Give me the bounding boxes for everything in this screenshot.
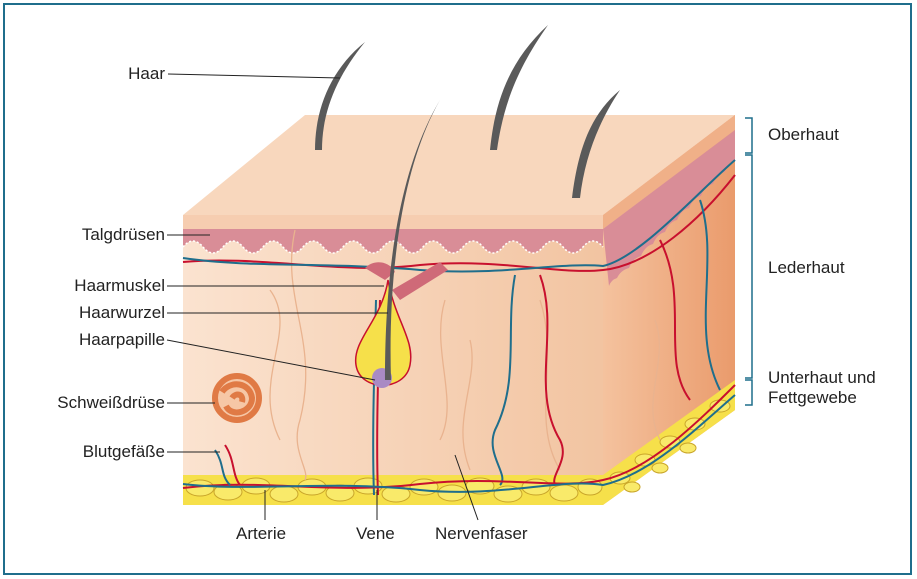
label-subcutis-line1: Unterhaut und bbox=[768, 368, 876, 388]
label-nerve-fiber: Nervenfaser bbox=[435, 524, 528, 544]
label-artery: Arterie bbox=[236, 524, 286, 544]
sweat-gland-shape bbox=[215, 376, 259, 420]
label-subcutis-line2: Fettgewebe bbox=[768, 388, 857, 408]
label-hair: Haar bbox=[128, 64, 165, 84]
label-hair-muscle: Haarmuskel bbox=[74, 276, 165, 296]
label-epidermis: Oberhaut bbox=[768, 125, 839, 145]
label-hair-papilla: Haarpapille bbox=[79, 330, 165, 350]
label-blood-vessels: Blutgefäße bbox=[83, 442, 165, 462]
label-sebaceous-glands: Talgdrüsen bbox=[82, 225, 165, 245]
label-sweat-gland: Schweißdrüse bbox=[57, 393, 165, 413]
label-dermis: Lederhaut bbox=[768, 258, 845, 278]
label-hair-root: Haarwurzel bbox=[79, 303, 165, 323]
label-vein: Vene bbox=[356, 524, 395, 544]
